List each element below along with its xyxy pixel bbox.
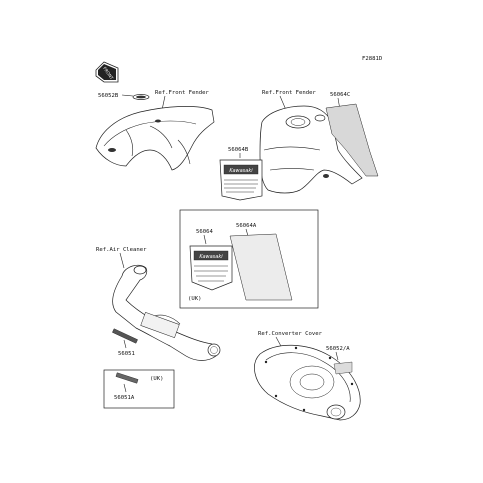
- figure-code: F2881D: [362, 56, 383, 62]
- label-56064: 56064: [196, 229, 213, 235]
- label-56051: 56051: [118, 351, 135, 357]
- label-56064C: 56064C: [330, 92, 350, 98]
- front-arrow-icon: FRONT: [95, 61, 119, 83]
- label-ref-front-fender-left: Ref.Front Fender: [155, 90, 210, 96]
- svg-text:Kawasaki: Kawasaki: [229, 168, 253, 174]
- decal-56064A: [229, 233, 293, 301]
- label-56064A: 56064A: [236, 223, 257, 229]
- uk-label-2: (UK): [150, 376, 163, 382]
- front-fender-right: [259, 105, 363, 194]
- label-ref-converter-cover: Ref.Converter Cover: [258, 331, 323, 337]
- decal-56064B: Kawasaki: [219, 159, 263, 201]
- svg-text:Kawasaki: Kawasaki: [199, 254, 223, 260]
- uk-56051A-box: [103, 369, 175, 409]
- decal-56064: Kawasaki: [189, 245, 233, 291]
- air-cleaner: [112, 264, 221, 361]
- label-56052A: 56052/A: [326, 346, 350, 352]
- decal-56051: [112, 328, 138, 344]
- front-fender-left: [95, 106, 215, 171]
- uk-label-1: (UK): [188, 296, 201, 302]
- decal-56052A: [333, 361, 353, 375]
- decal-56064C: [325, 103, 379, 177]
- decal-56051A: [115, 372, 139, 384]
- label-56051A: 56051A: [114, 395, 135, 401]
- label-56052B: 56052B: [98, 93, 119, 99]
- label-56064B: 56064B: [228, 147, 249, 153]
- label-ref-air-cleaner: Ref.Air Cleaner: [96, 247, 147, 253]
- uk-decal-box: [179, 209, 319, 309]
- label-ref-front-fender-right: Ref.Front Fender: [262, 90, 317, 96]
- converter-cover: [254, 344, 361, 421]
